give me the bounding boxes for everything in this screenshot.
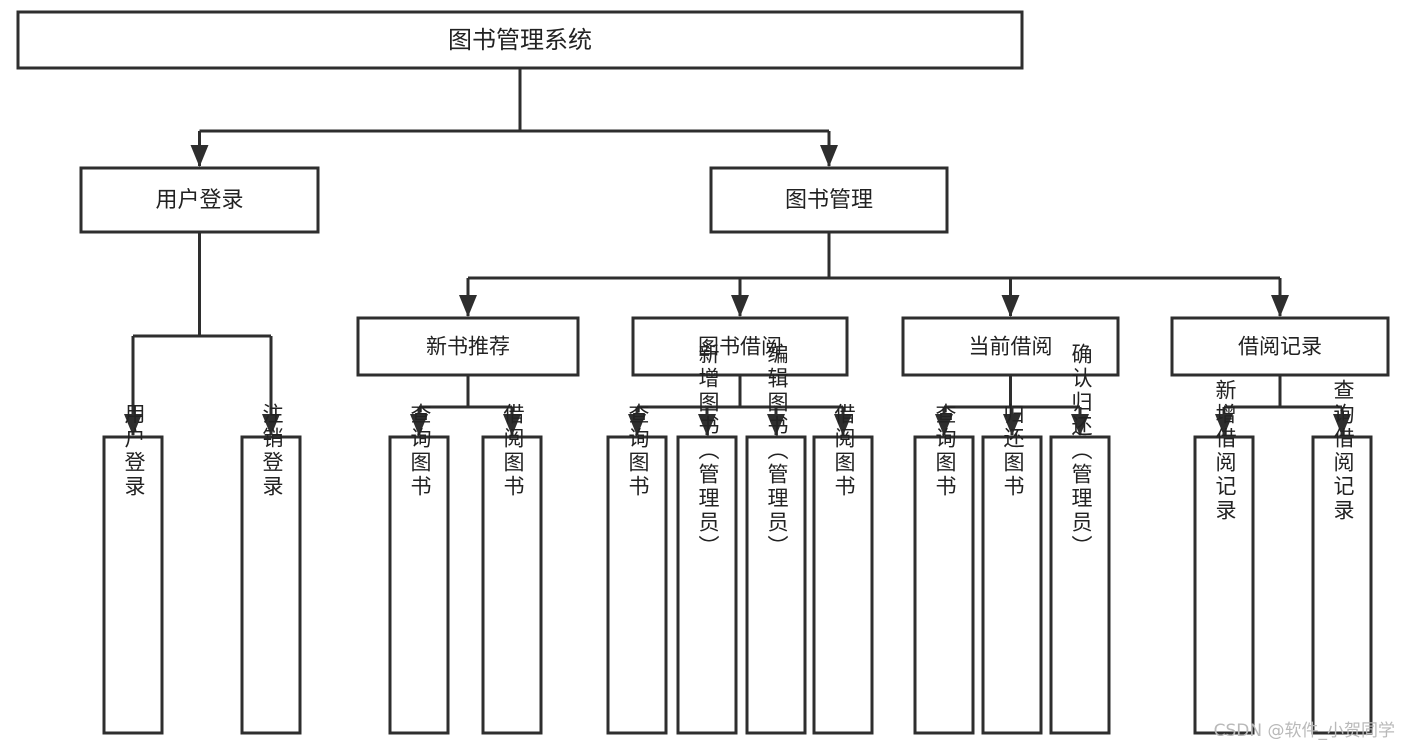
node-rect: [981, 435, 1043, 735]
node-label: 归还图书: [1001, 403, 1025, 499]
arrow-head-icon: [503, 414, 521, 436]
node-label: 注销登录: [260, 403, 284, 499]
arrow-head-icon: [731, 295, 749, 317]
node-leaf-leaf-borrow-book[interactable]: 借阅图书: [812, 403, 874, 735]
arrow-head-icon: [459, 295, 477, 317]
node-rect: [1170, 316, 1390, 377]
node-label: 图书管理系统: [448, 26, 592, 54]
node-rect: [606, 435, 668, 735]
arrow-head-icon: [410, 414, 428, 436]
node-rect: [388, 435, 450, 735]
node-leaf-leaf-query-book-borrow[interactable]: 查询图书: [606, 403, 668, 735]
node-label: 查询借阅记录: [1331, 379, 1355, 523]
arrow-head-icon: [1071, 414, 1089, 436]
arrow-head-icon: [834, 414, 852, 436]
node-label: 图书借阅: [698, 335, 782, 359]
node-rect: [812, 435, 874, 735]
node-leaf-leaf-user-login[interactable]: 用户登录: [102, 403, 164, 735]
node-label: 编辑图书（管理员）: [765, 343, 789, 559]
arrow-head-icon: [190, 145, 209, 167]
arrow-head-icon: [1333, 414, 1351, 436]
node-rect: [102, 435, 164, 735]
node-rect: [1049, 435, 1111, 735]
watermark-text: CSDN @软件_小贺同学: [1213, 721, 1395, 741]
node-level2-new-book-recommend[interactable]: 新书推荐: [356, 316, 580, 377]
node-level1-book-management[interactable]: 图书管理: [709, 166, 949, 234]
node-label: 确认归还（管理员）: [1069, 343, 1093, 559]
arrow-head-icon: [1003, 414, 1021, 436]
node-leaf-leaf-add-borrow-record[interactable]: 新增借阅记录: [1193, 379, 1255, 735]
node-leaf-leaf-borrow-book-new[interactable]: 借阅图书: [481, 403, 543, 735]
node-label: 查询图书: [408, 403, 432, 499]
node-label: 借阅图书: [832, 403, 856, 499]
node-leaf-leaf-query-book-current[interactable]: 查询图书: [913, 403, 975, 735]
node-label: 查询图书: [626, 403, 650, 499]
node-rect: [901, 316, 1120, 377]
node-label: 新书推荐: [426, 335, 510, 359]
node-label: 图书管理: [785, 188, 873, 213]
arrow-head-icon: [262, 414, 280, 436]
node-rect: [240, 435, 302, 735]
node-leaf-leaf-query-borrow-record[interactable]: 查询借阅记录: [1311, 379, 1373, 735]
arrow-head-icon: [1271, 295, 1289, 317]
node-leaf-leaf-confirm-return-admin[interactable]: 确认归还（管理员）: [1049, 343, 1111, 735]
arrow-head-icon: [767, 414, 785, 436]
node-label: 新增图书（管理员）: [696, 343, 720, 559]
node-level2-borrow-record[interactable]: 借阅记录: [1170, 316, 1390, 377]
node-root-root[interactable]: 图书管理系统: [16, 10, 1024, 70]
node-level2-current-borrow[interactable]: 当前借阅: [901, 316, 1120, 377]
arrow-head-icon: [820, 145, 838, 167]
node-leaf-leaf-query-book-new[interactable]: 查询图书: [388, 403, 450, 735]
node-label: 用户登录: [155, 188, 243, 213]
arrow-head-icon: [698, 414, 716, 436]
node-rect: [676, 435, 738, 735]
node-label: 用户登录: [122, 403, 146, 499]
node-label: 借阅图书: [501, 403, 525, 499]
node-rect: [356, 316, 580, 377]
node-rect: [16, 10, 1024, 70]
node-rect: [481, 435, 543, 735]
arrow-head-icon: [1001, 295, 1020, 317]
node-rect: [913, 435, 975, 735]
node-leaf-leaf-return-book[interactable]: 归还图书: [981, 403, 1043, 735]
node-rect: [79, 166, 320, 234]
node-rect: [631, 316, 849, 377]
arrow-head-icon: [124, 414, 142, 436]
node-rect: [709, 166, 949, 234]
node-leaf-leaf-edit-book-admin[interactable]: 编辑图书（管理员）: [745, 343, 807, 735]
arrow-head-icon: [935, 414, 953, 436]
arrow-head-icon: [1215, 414, 1233, 436]
node-label: 借阅记录: [1238, 335, 1322, 359]
node-label: 当前借阅: [969, 335, 1053, 359]
connector-layer: [124, 68, 1351, 436]
node-label: 查询图书: [933, 403, 957, 499]
node-leaf-leaf-logout-login[interactable]: 注销登录: [240, 403, 302, 735]
node-rect: [745, 435, 807, 735]
node-rect: [1311, 435, 1373, 735]
node-level1-user-login[interactable]: 用户登录: [79, 166, 320, 234]
node-rect: [1193, 435, 1255, 735]
node-label: 新增借阅记录: [1213, 379, 1237, 523]
node-leaf-leaf-add-book-admin[interactable]: 新增图书（管理员）: [676, 343, 738, 735]
node-layer: 图书管理系统用户登录图书管理新书推荐图书借阅当前借阅借阅记录用户登录注销登录查询…: [16, 10, 1390, 735]
arrow-head-icon: [628, 414, 646, 436]
node-level2-book-borrow[interactable]: 图书借阅: [631, 316, 849, 377]
